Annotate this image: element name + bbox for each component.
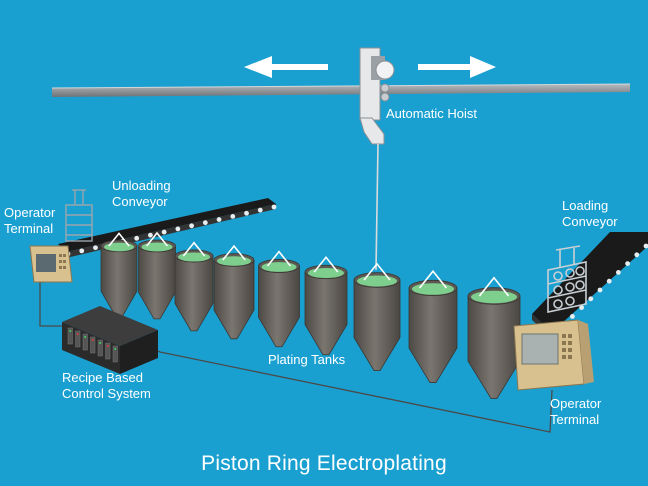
conveyor-roller [189, 223, 195, 229]
diagram-title: Piston Ring Electroplating [201, 452, 447, 475]
unloaded-rack [65, 189, 93, 242]
cabinet-module [82, 333, 88, 351]
conveyor-roller [134, 235, 140, 241]
conveyor-roller [588, 296, 594, 302]
conveyor-roller [202, 220, 208, 226]
conveyor-roller [606, 278, 612, 284]
conveyor-roller [634, 252, 640, 258]
plating-tank [100, 232, 138, 318]
plating-tanks [100, 231, 521, 399]
plating-tank [304, 256, 348, 356]
tank-solution [217, 256, 251, 266]
tank-body [100, 245, 138, 318]
cabinet-module [67, 327, 73, 345]
rack-hanger [182, 241, 206, 257]
operator-terminal-right-label: Operator Terminal [550, 396, 602, 427]
tank-body [304, 271, 348, 356]
unloading-conveyor-label: Unloading Conveyor [112, 178, 171, 209]
overhead-rail [51, 83, 631, 97]
control-system-cabinet [62, 306, 158, 374]
plating-tank [408, 269, 458, 383]
plating-tanks-label: Plating Tanks [268, 352, 346, 367]
conveyor-roller [271, 204, 277, 210]
operator-terminal-left [29, 245, 73, 283]
rack-hanger [266, 250, 292, 267]
conveyor-roller [616, 270, 621, 275]
left-arrow-icon [244, 56, 328, 78]
tank-solution [357, 275, 397, 287]
tank-body [138, 245, 176, 320]
conveyor-roller [597, 287, 603, 293]
tank-body [353, 279, 401, 372]
automatic-hoist-label: Automatic Hoist [386, 106, 478, 121]
plating-tank [258, 250, 300, 348]
cabinet-module [90, 336, 96, 354]
rack-hanger [313, 256, 339, 273]
tank-solution [471, 290, 517, 304]
tank-solution [261, 262, 297, 272]
conveyor-roller [625, 261, 630, 266]
conveyor-roller [175, 226, 181, 232]
status-led [76, 332, 79, 336]
plating-tank [353, 262, 401, 372]
cabinet-module [97, 339, 103, 357]
conveyor-roller [216, 217, 222, 222]
tank-solution [141, 242, 173, 252]
rack-hanger [418, 269, 448, 289]
tank-body [213, 259, 255, 340]
right-arrow-icon [418, 56, 496, 78]
rack-hanger [363, 262, 391, 281]
conveyor-roller [79, 248, 85, 254]
plating-tank [174, 241, 214, 332]
tank-solution [104, 242, 134, 252]
status-led [91, 338, 94, 342]
conveyor-roller [93, 245, 98, 251]
cabinet-module [105, 342, 111, 360]
status-led [69, 329, 72, 333]
status-led [106, 344, 109, 348]
automatic-hoist [359, 47, 395, 271]
tank-solution [308, 267, 344, 279]
status-led [84, 335, 87, 339]
conveyor-roller [570, 314, 575, 319]
tank-body [174, 255, 214, 332]
plating-tank [213, 244, 255, 340]
status-led [99, 341, 102, 345]
plating-tank [138, 231, 176, 320]
cabinet-module [75, 330, 81, 348]
plating-tank [467, 276, 521, 399]
loaded-rack [547, 245, 587, 313]
operator-terminal-right [513, 319, 594, 391]
conveyor-roller [161, 229, 167, 235]
status-led [114, 347, 117, 351]
rack-hanger [108, 232, 130, 247]
conveyor-roller [244, 210, 249, 216]
tank-solution [412, 283, 454, 295]
loading-conveyor [532, 232, 648, 338]
conveyor-roller [257, 207, 263, 213]
rack-hanger [222, 244, 246, 261]
tank-body [258, 265, 300, 348]
control-system-label: Recipe Based Control System [62, 370, 151, 401]
rack-hanger [146, 231, 168, 247]
operator-terminal-left-label: Operator Terminal [4, 205, 56, 236]
tank-body [467, 295, 521, 399]
rack-hanger [478, 276, 510, 297]
conveyor-roller [579, 305, 584, 310]
loading-conveyor-label: Loading Conveyor [562, 198, 618, 229]
tank-body [408, 287, 458, 383]
cabinet-module [112, 345, 118, 363]
conveyor-roller [643, 243, 648, 249]
conveyor-roller [230, 214, 236, 219]
conveyor-roller [148, 232, 153, 238]
tank-solution [178, 252, 210, 262]
